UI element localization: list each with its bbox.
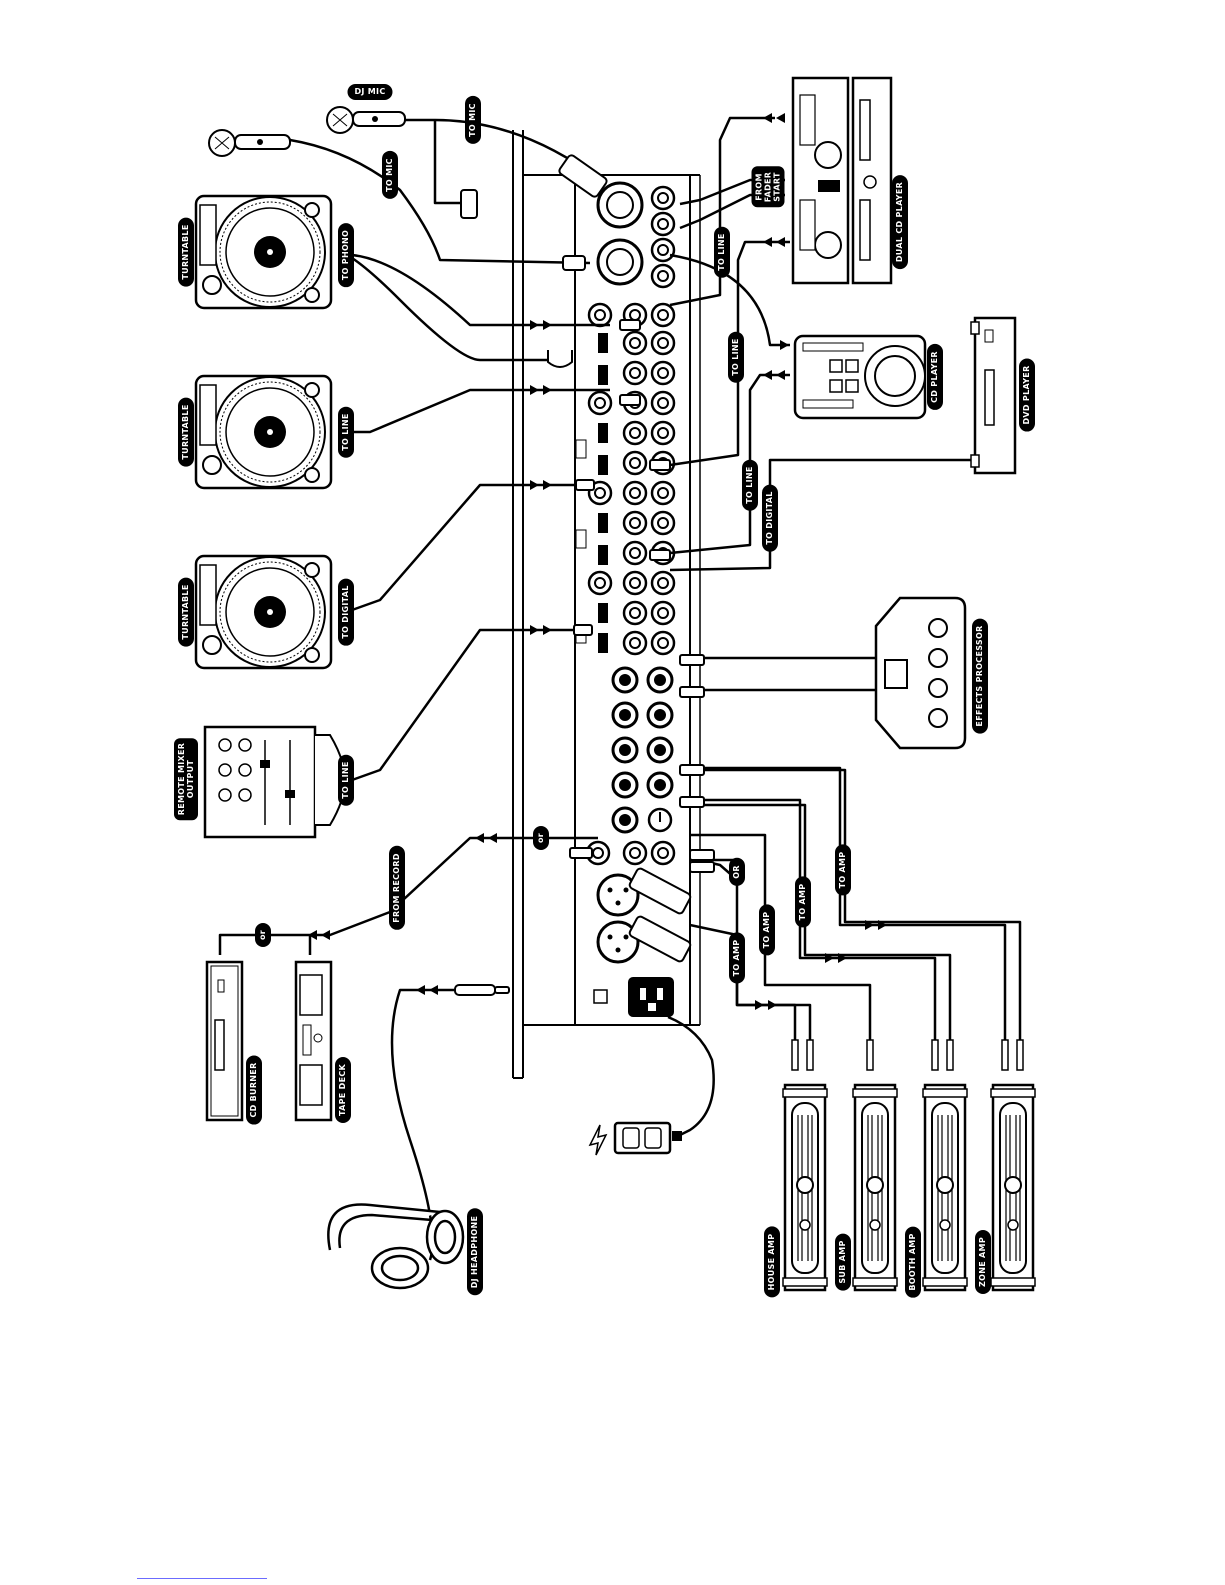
label-cd-player: CD PLAYER (927, 344, 943, 410)
turntable-1-device (194, 194, 333, 310)
label-to-amp-zone: TO AMP (835, 844, 851, 896)
label-or-record: or (255, 922, 271, 948)
label-or-record-out: or (533, 825, 549, 851)
zone-amp-device (989, 1039, 1037, 1292)
power-outlet (588, 1121, 682, 1156)
booth-amp-device (921, 1039, 969, 1292)
label-dj-headphone: DJ HEADPHONE (467, 1208, 483, 1296)
label-to-mic-2: TO MIC (382, 151, 398, 199)
label-dj-mic: DJ MIC (347, 84, 393, 100)
label-to-amp-booth: TO AMP (795, 876, 811, 928)
label-to-digital-dvd: TO DIGITAL (762, 484, 778, 552)
label-sub-amp: SUB AMP (835, 1233, 851, 1291)
dj-headphone-device (327, 1203, 465, 1290)
mixer-unit (512, 130, 701, 1079)
label-tape-deck: TAPE DECK (335, 1056, 351, 1124)
label-to-line-remote-mixer: TO LINE (338, 754, 354, 806)
sub-amp-device (851, 1039, 899, 1292)
cd-burner-device (205, 960, 244, 1122)
label-turntable-3: TURNTABLE (178, 577, 194, 647)
effects-processor-device (874, 596, 967, 750)
label-remote-mixer-output: REMOTE MIXER OUTPUT (174, 737, 198, 821)
label-to-line-cd-player-2: TO LINE (742, 459, 758, 511)
dj-mic-device (326, 106, 406, 134)
label-to-amp-sub: TO AMP (759, 904, 775, 956)
label-turntable-2: TURNTABLE (178, 397, 194, 467)
mixer-xlr-power (593, 873, 674, 1017)
house-amp-device (781, 1039, 829, 1292)
label-to-amp-house: TO AMP (729, 932, 745, 984)
second-mic-device (208, 129, 291, 157)
cable-plugs (454, 154, 715, 996)
label-house-amp: HOUSE AMP (764, 1226, 780, 1298)
turntable-2-device (194, 374, 333, 490)
label-zone-amp: ZONE AMP (975, 1230, 991, 1294)
dvd-player-device (970, 316, 1017, 475)
label-to-mic-1: TO MIC (465, 96, 481, 144)
dual-cd-player-device (791, 76, 893, 285)
label-to-line-cd-player: TO LINE (728, 331, 744, 383)
label-effects-processor: EFFECTS PROCESSOR (972, 618, 988, 734)
label-turntable-1: TURNTABLE (178, 217, 194, 287)
label-to-line-dual-cd: TO LINE (714, 226, 730, 278)
label-to-digital-turntable-3: TO DIGITAL (338, 578, 354, 646)
cd-player-device (793, 334, 927, 420)
label-dvd-player: DVD PLAYER (1019, 358, 1035, 432)
turntable-3-device (194, 554, 333, 670)
tape-deck-device (294, 960, 333, 1122)
remote-mixer-device (203, 725, 347, 839)
footer-rule (137, 1578, 267, 1579)
mixer-output-jacks (585, 666, 676, 866)
label-from-fader-start: FROM FADER START (751, 166, 785, 208)
label-cd-burner: CD BURNER (246, 1055, 262, 1125)
label-to-line-turntable-2: TO LINE (338, 406, 354, 458)
label-or-main-out: OR (729, 858, 745, 886)
label-from-record: FROM RECORD (389, 846, 405, 930)
label-booth-amp: BOOTH AMP (905, 1226, 921, 1298)
label-dual-cd-player: DUAL CD PLAYER (892, 174, 908, 270)
label-to-phono: TO PHONO (338, 222, 354, 288)
